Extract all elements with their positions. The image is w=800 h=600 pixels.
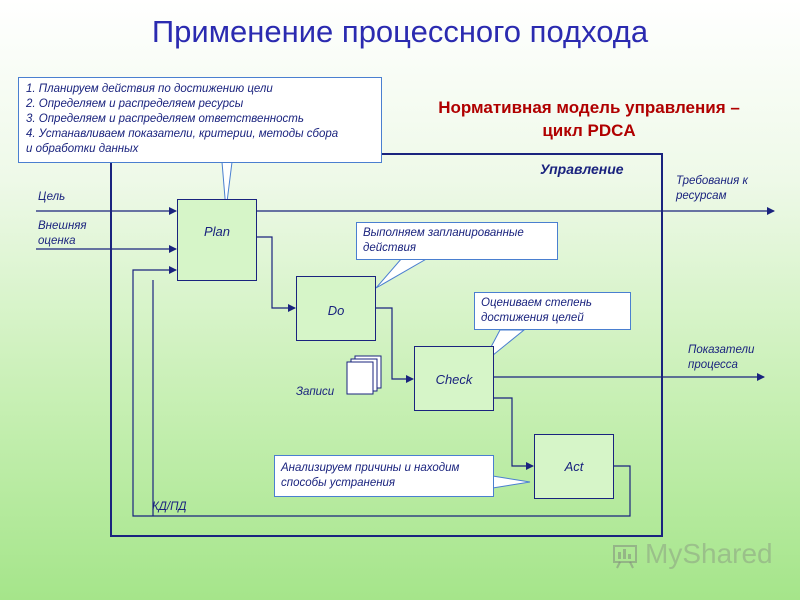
planning-step-1: 1. Планируем действия по достижению цели: [26, 83, 273, 95]
planning-step-4-cont: и обработки данных: [26, 143, 139, 155]
kd-pd-label: КД/ПД: [152, 501, 187, 513]
process-indicators-line1: Показатели: [688, 344, 755, 356]
check-block: Check: [414, 346, 494, 411]
records-icon: [346, 355, 382, 395]
act-block: Act: [534, 434, 614, 499]
goal-label: Цель: [38, 191, 66, 203]
process-indicators-label: Показатели процесса: [688, 343, 754, 373]
check-note: Оцениваем степень достижения целей: [474, 292, 631, 330]
resource-requirements-line2: ресурсам: [676, 190, 727, 202]
resource-requirements-line1: Требования к: [676, 175, 748, 187]
management-frame: [110, 153, 663, 537]
external-assessment-line2: оценка: [38, 235, 76, 247]
planning-step-2: 2. Определяем и распределяем ресурсы: [26, 98, 244, 110]
planning-step-4: 4. Устанавливаем показатели, критерии, м…: [26, 128, 339, 140]
planning-step-3: 3. Определяем и распределяем ответственн…: [26, 113, 304, 125]
do-block: Do: [296, 276, 376, 341]
model-heading: Нормативная модель управления – цикл PDC…: [400, 96, 778, 142]
do-note: Выполняем запланированные действия: [356, 222, 558, 260]
plan-do-arrow: [257, 236, 296, 312]
process-indicators-line2: процесса: [688, 359, 738, 371]
plan-block: Plan: [177, 199, 257, 281]
act-note: Анализируем причины и находим способы ус…: [274, 455, 494, 497]
feedback-loop-arrow: [132, 266, 631, 517]
planning-steps-note: 1. Планируем действия по достижению цели…: [18, 77, 382, 163]
do-check-arrow: [376, 307, 414, 383]
model-heading-line1: Нормативная модель управления –: [438, 98, 740, 117]
external-assessment-line1: Внешняя: [38, 220, 87, 232]
resource-requirements-label: Требования к ресурсам: [676, 174, 748, 204]
model-heading-line2: цикл PDCA: [542, 121, 636, 140]
external-assessment-label: Внешняя оценка: [38, 219, 87, 249]
watermark-logo-icon: [613, 545, 637, 569]
watermark-text: MyShared: [645, 538, 773, 569]
check-act-arrow: [494, 397, 534, 470]
records-label: Записи: [296, 386, 335, 398]
slide-title: Применение процессного подхода: [151, 14, 649, 49]
management-label: Управление: [540, 161, 624, 177]
